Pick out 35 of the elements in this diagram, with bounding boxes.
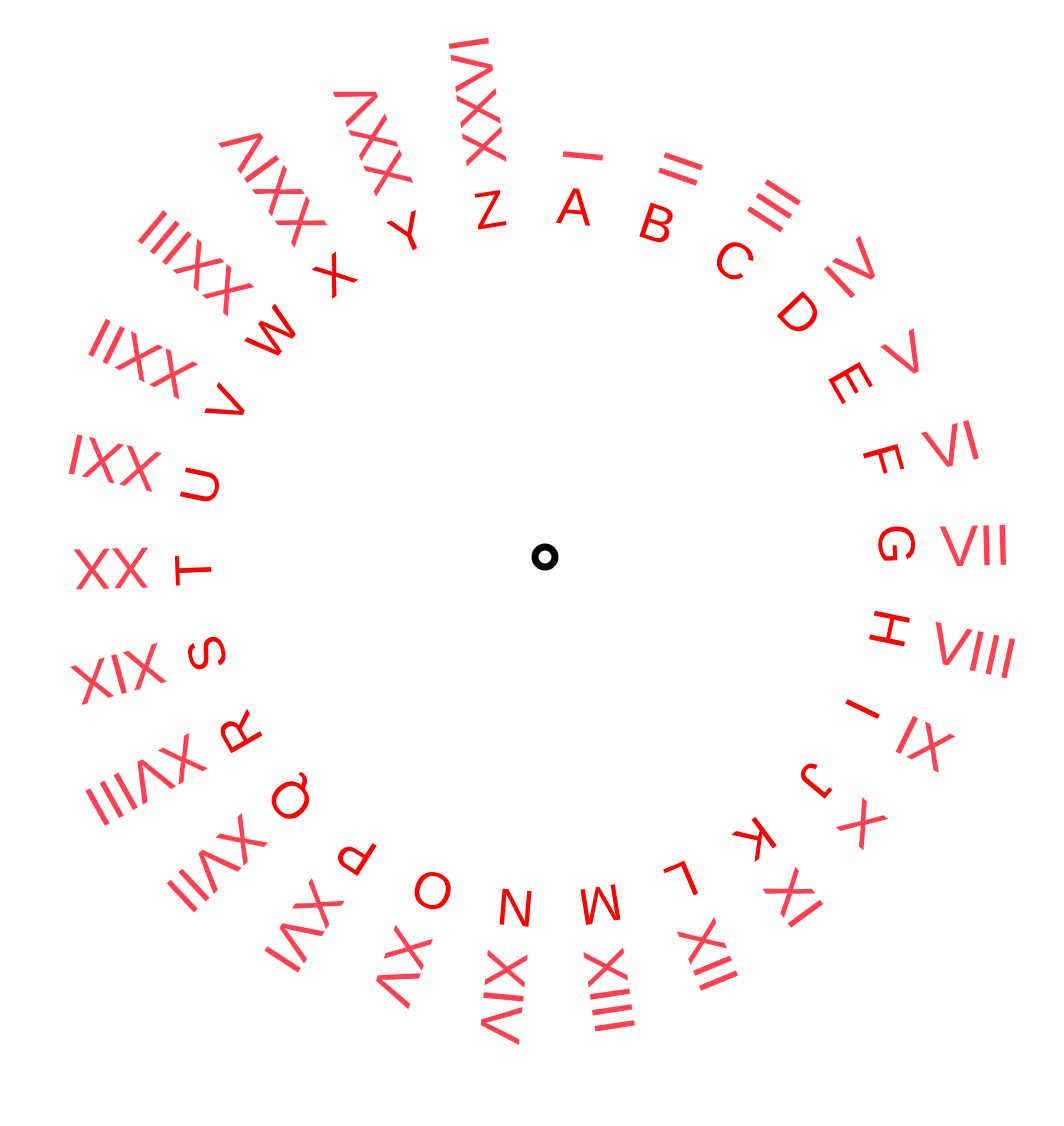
cipher-letter: K xyxy=(726,807,785,871)
cipher-letter: B xyxy=(632,193,683,254)
cipher-letter: M xyxy=(574,875,626,934)
cipher-letter: T xyxy=(166,553,220,587)
cipher-letter: R xyxy=(207,702,272,762)
roman-numeral: VII xyxy=(939,515,1012,576)
roman-numeral: XIV xyxy=(470,947,537,1047)
cipher-letter: P xyxy=(327,822,385,886)
cipher-letter: J xyxy=(788,753,846,808)
cipher-letter: F xyxy=(854,437,913,483)
roman-numeral: I xyxy=(553,144,613,167)
roman-numeral: XX xyxy=(72,538,151,599)
cipher-letter: Q xyxy=(257,767,324,833)
roman-numeral: XXVI xyxy=(438,31,516,171)
cipher-letter: Z xyxy=(469,181,510,238)
cipher-letter: D xyxy=(767,282,832,346)
roman-numeral: XIII xyxy=(574,943,645,1039)
roman-numeral: XXV xyxy=(324,73,422,203)
roman-numeral: II xyxy=(647,144,714,194)
cipher-letter: X xyxy=(305,243,364,307)
cipher-letter: Y xyxy=(382,202,435,264)
cipher-letter: U xyxy=(171,461,230,510)
cipher-letter: H xyxy=(860,604,919,653)
cipher-letter: A xyxy=(555,178,594,234)
roman-numeral: XV xyxy=(361,920,443,1013)
roman-numeral: VI xyxy=(918,409,987,481)
cipher-letter: G xyxy=(870,522,924,566)
cipher-letter: S xyxy=(176,630,237,678)
roman-numeral: VIII xyxy=(924,612,1023,689)
cipher-letter: O xyxy=(405,859,460,922)
roman-numeral: XII xyxy=(668,911,749,1000)
roman-numeral: XXI xyxy=(61,424,166,502)
roman-numeral: XIX xyxy=(66,633,172,715)
cipher-letter: N xyxy=(494,880,537,936)
cipher-letter: L xyxy=(658,851,706,911)
